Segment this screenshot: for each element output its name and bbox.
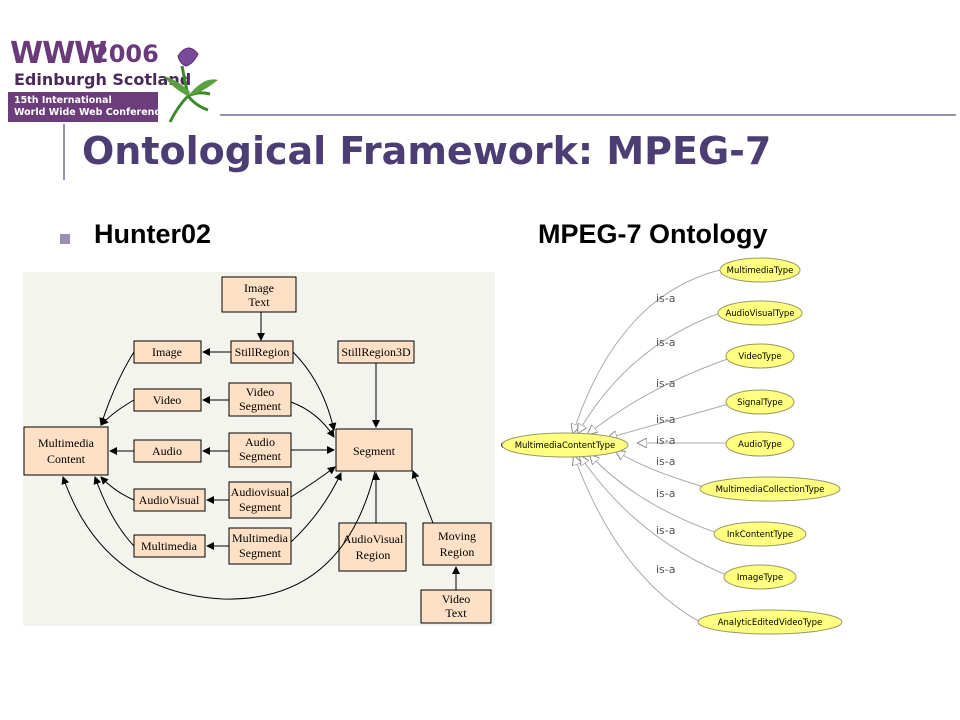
svg-text:is-a: is-a	[656, 524, 676, 537]
svg-text:Audio: Audio	[245, 435, 275, 449]
svg-text:AudioVisualType: AudioVisualType	[725, 309, 794, 319]
svg-text:Multimedia: Multimedia	[232, 531, 289, 545]
node-multimedia-content: Multimedia Content	[23, 426, 109, 476]
logo-conference-line1: 15th International	[14, 95, 112, 106]
svg-text:Segment: Segment	[239, 500, 282, 514]
slide-title: Ontological Framework: MPEG-7	[82, 129, 772, 173]
node-moving-region: Moving Region	[422, 522, 492, 566]
svg-text:Text: Text	[445, 606, 467, 620]
svg-text:MultimediaType: MultimediaType	[727, 266, 794, 276]
svg-text:AudioVisual: AudioVisual	[139, 493, 200, 507]
logo-city: Edinburgh Scotland	[14, 70, 192, 89]
svg-text:Segment: Segment	[353, 444, 396, 458]
node-multimedia-segment: Multimedia Segment	[228, 527, 292, 565]
svg-text:is-a: is-a	[656, 413, 676, 426]
svg-text:Multimedia: Multimedia	[141, 539, 198, 553]
svg-text:is-a: is-a	[656, 336, 676, 349]
logo-www-text: WWW	[10, 36, 107, 71]
svg-text:MultimediaCollectionType: MultimediaCollectionType	[716, 485, 825, 495]
svg-text:StillRegion: StillRegion	[235, 345, 290, 359]
svg-text:is-a: is-a	[656, 434, 676, 447]
node-segment: Segment	[335, 428, 413, 472]
subtitle-hunter02: Hunter02	[94, 219, 212, 249]
svg-text:Region: Region	[356, 548, 391, 562]
logo-year: 2006	[92, 40, 159, 68]
www2006-logo: WWW 2006 Edinburgh Scotland 15th Interna…	[8, 36, 228, 126]
ontology-edges	[573, 269, 737, 623]
svg-text:Region: Region	[440, 545, 475, 559]
svg-text:Segment: Segment	[239, 399, 282, 413]
node-audio-visual-type: AudioVisualType	[717, 300, 803, 326]
svg-text:is-a: is-a	[656, 377, 676, 390]
hunter02-diagram: Image Text StillRegion StillRegion3D Ima…	[23, 272, 495, 626]
svg-text:AudioVisual: AudioVisual	[343, 532, 404, 546]
title-vertical-rule	[63, 124, 65, 180]
node-video-text: Video Text	[420, 589, 492, 624]
node-multimedia-content-type: MultimediaContentType	[501, 432, 629, 458]
svg-text:is-a: is-a	[656, 563, 676, 576]
svg-text:Video: Video	[442, 592, 471, 606]
node-audio-type: AudioType	[725, 431, 795, 457]
svg-text:Text: Text	[248, 295, 270, 309]
ontology-relation-labels: is-a is-a is-a is-a is-a is-a is-a is-a …	[656, 292, 676, 576]
svg-text:Audio: Audio	[152, 444, 182, 458]
svg-text:ImageType: ImageType	[737, 573, 783, 583]
node-still-region: StillRegion	[230, 340, 294, 364]
svg-text:StillRegion3D: StillRegion3D	[341, 345, 411, 359]
svg-text:Multimedia: Multimedia	[38, 436, 95, 450]
svg-text:InkContentType: InkContentType	[727, 530, 793, 540]
svg-text:AudioType: AudioType	[738, 440, 782, 450]
node-multimedia-collection-type: MultimediaCollectionType	[699, 476, 841, 502]
node-still-region-3d: StillRegion3D	[337, 340, 415, 364]
node-multimedia: Multimedia	[133, 534, 206, 558]
svg-text:Video: Video	[153, 393, 182, 407]
svg-text:Content: Content	[47, 452, 86, 466]
svg-text:Image: Image	[152, 345, 182, 359]
svg-text:AnalyticEditedVideoType: AnalyticEditedVideoType	[718, 618, 823, 628]
svg-text:Segment: Segment	[239, 449, 282, 463]
node-image: Image	[133, 340, 202, 364]
svg-text:is-a: is-a	[656, 292, 676, 305]
logo-conference-line2: World Wide Web Conference	[14, 107, 167, 118]
svg-text:VideoType: VideoType	[738, 352, 781, 362]
svg-text:is-a: is-a	[656, 487, 676, 500]
node-video-type: VideoType	[725, 343, 795, 369]
node-audiovisual-segment: Audiovisual Segment	[228, 481, 292, 519]
svg-text:Moving: Moving	[438, 529, 476, 543]
svg-text:Segment: Segment	[239, 546, 282, 560]
node-audio: Audio	[133, 439, 202, 463]
thistle-icon	[164, 47, 218, 123]
svg-text:is-a: is-a	[656, 455, 676, 468]
svg-text:SignalType: SignalType	[737, 398, 783, 408]
svg-text:Image: Image	[244, 281, 274, 295]
node-video-segment: Video Segment	[228, 382, 292, 417]
mpeg7-ontology-diagram: is-a is-a is-a is-a is-a is-a is-a is-a …	[501, 257, 843, 635]
subtitle-mpeg7-ontology: MPEG-7 Ontology	[538, 219, 768, 249]
node-ink-content-type: InkContentType	[713, 521, 807, 547]
node-image-text: Image Text	[221, 276, 297, 313]
node-multimedia-type: MultimediaType	[719, 257, 801, 283]
title-horizontal-rule	[220, 114, 956, 116]
node-audio-segment: Audio Segment	[228, 432, 292, 468]
node-audiovisual: AudioVisual	[133, 488, 206, 512]
node-analytic-edited-video-type: AnalyticEditedVideoType	[697, 609, 843, 635]
diagram-edges	[61, 312, 460, 600]
bullet-icon	[60, 234, 70, 244]
node-audiovisual-region: AudioVisual Region	[338, 522, 407, 572]
svg-text:Audiovisual: Audiovisual	[231, 485, 290, 499]
svg-text:MultimediaContentType: MultimediaContentType	[515, 441, 616, 451]
node-video: Video	[133, 388, 202, 412]
logo-band	[8, 92, 158, 122]
node-image-type: ImageType	[723, 564, 797, 590]
svg-text:Video: Video	[246, 385, 275, 399]
node-signal-type: SignalType	[725, 389, 795, 415]
